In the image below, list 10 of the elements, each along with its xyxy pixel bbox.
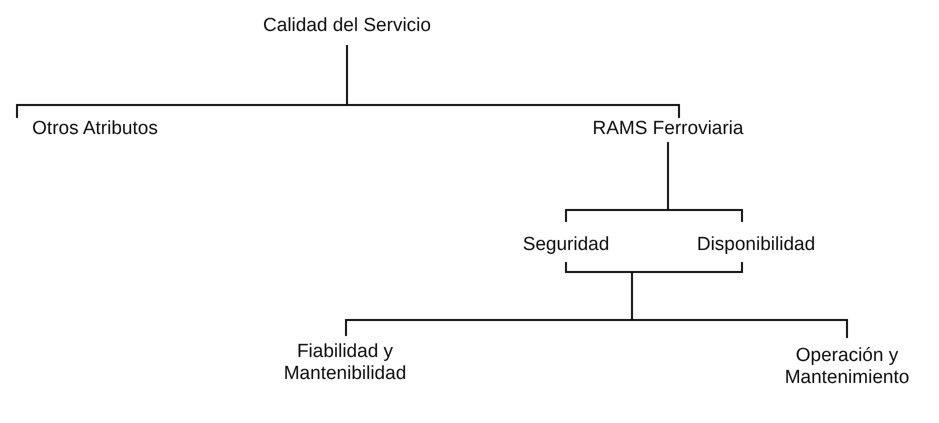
node-label: Otros Atributos (32, 118, 158, 139)
node-label: RAMS Ferroviaria (592, 118, 744, 139)
node-label: Calidad del Servicio (263, 15, 431, 36)
node-label: Fiabilidad y Mantenibilidad (284, 341, 406, 384)
connector-line (631, 262, 848, 338)
node-label: Operación y Mantenimiento (784, 345, 910, 388)
node-label: Seguridad (522, 234, 610, 255)
node-label: Disponibilidad (696, 234, 816, 255)
connector-line (667, 142, 743, 222)
connector-line (346, 45, 680, 118)
